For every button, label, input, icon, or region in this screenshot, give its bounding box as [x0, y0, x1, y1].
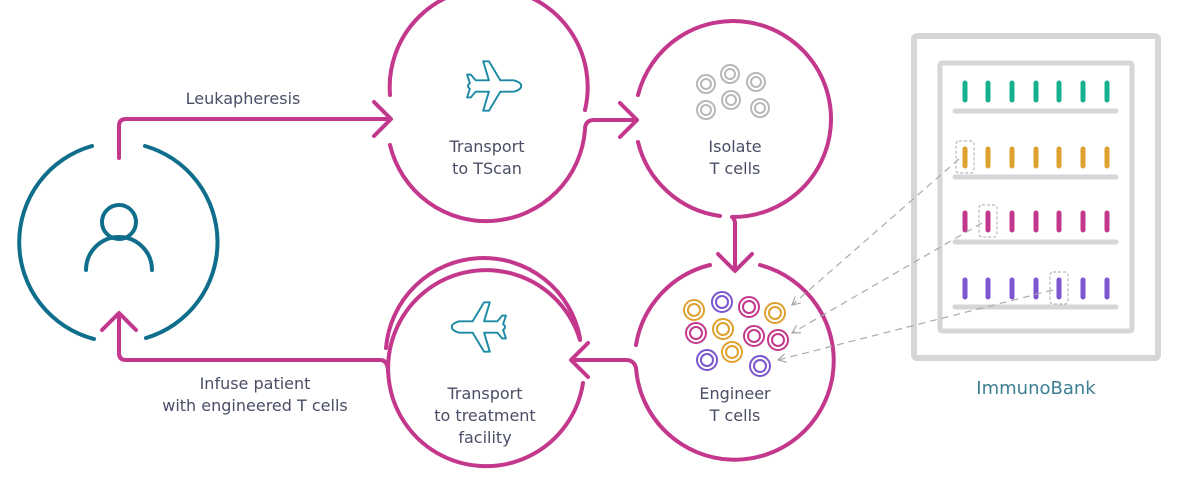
connector-arrowhead [791, 296, 801, 306]
selected-vial-highlight [978, 204, 998, 238]
infuse-label-line: with engineered T cells [162, 396, 348, 415]
connector-arrowhead [776, 353, 787, 363]
step-label-line: Engineer [699, 384, 771, 403]
dashed-connector [791, 158, 960, 306]
infuse-arrow [100, 311, 390, 374]
patient-circle-right-arc [143, 144, 220, 340]
infuse-label-line: Infuse patient [199, 374, 311, 393]
immunobank-shelf-row [952, 140, 1119, 180]
step-label-line: Transport [449, 137, 525, 156]
cell-icon [683, 299, 705, 321]
step-isolate [636, 19, 834, 220]
immunobank-shelf-row [952, 80, 1119, 114]
patient-circle-left-arc [17, 144, 96, 341]
immunobank-inner-frame [937, 60, 1135, 334]
step-engineer [634, 263, 836, 462]
engineered-cells-icon [683, 291, 789, 377]
step-label-line: T cells [709, 159, 761, 178]
step-label-line: facility [458, 428, 512, 447]
selected-vial-highlight [955, 140, 975, 174]
patient-node [17, 144, 220, 341]
step-transport-tscan [387, 0, 590, 224]
step-transport-facility [384, 256, 585, 469]
arrow-to-isolate [583, 101, 639, 139]
airplane-icon [450, 301, 507, 353]
immunobank-label: ImmunoBank [976, 378, 1096, 399]
step-label-line: Isolate [708, 137, 762, 156]
cell-icon [696, 349, 718, 371]
cell-icon [749, 355, 771, 377]
immunobank-shelf-row [952, 271, 1119, 310]
cell-icon [712, 318, 734, 340]
bank-connectors [776, 158, 1054, 363]
step-label-line: to TScan [452, 159, 522, 178]
step-transport-facility-label: Transport to treatment facility [420, 383, 550, 449]
airplane-icon [466, 60, 523, 112]
step-label-line: Transport [447, 384, 523, 403]
cell-icon [721, 90, 741, 110]
immunobank-outer-frame [911, 33, 1161, 361]
step-label-line: T cells [709, 406, 761, 425]
cell-icon [767, 329, 789, 351]
selected-vial-highlight [1049, 271, 1069, 305]
arrow-to-transport-facility [569, 341, 638, 379]
cell-icon [721, 341, 743, 363]
cell-icon [696, 100, 716, 120]
infuse-label: Infuse patient with engineered T cells [140, 373, 370, 417]
cell-icon [764, 302, 786, 324]
arrow-to-engineer [716, 215, 754, 273]
cell-icon [685, 322, 707, 344]
cell-icon [696, 74, 716, 94]
immunobank-shelf-row [952, 204, 1119, 245]
step-transport-tscan-label: Transport to TScan [427, 136, 547, 180]
cell-icon [711, 291, 733, 313]
dashed-connector [791, 222, 983, 334]
cell-icon [743, 325, 765, 347]
step-isolate-label: Isolate T cells [675, 136, 795, 180]
connector-arrowhead [790, 324, 802, 334]
cell-icon [738, 296, 760, 318]
immunobank [911, 33, 1161, 361]
cell-icon [720, 64, 740, 84]
person-icon [84, 203, 154, 272]
cell-icon [750, 98, 770, 118]
step-engineer-label: Engineer T cells [675, 383, 795, 427]
leukapheresis-arrow [117, 100, 393, 160]
cell-icon [746, 72, 766, 92]
leukapheresis-label: Leukapheresis [185, 89, 301, 108]
step-label-line: to treatment [434, 406, 536, 425]
cells-icon [696, 64, 770, 120]
